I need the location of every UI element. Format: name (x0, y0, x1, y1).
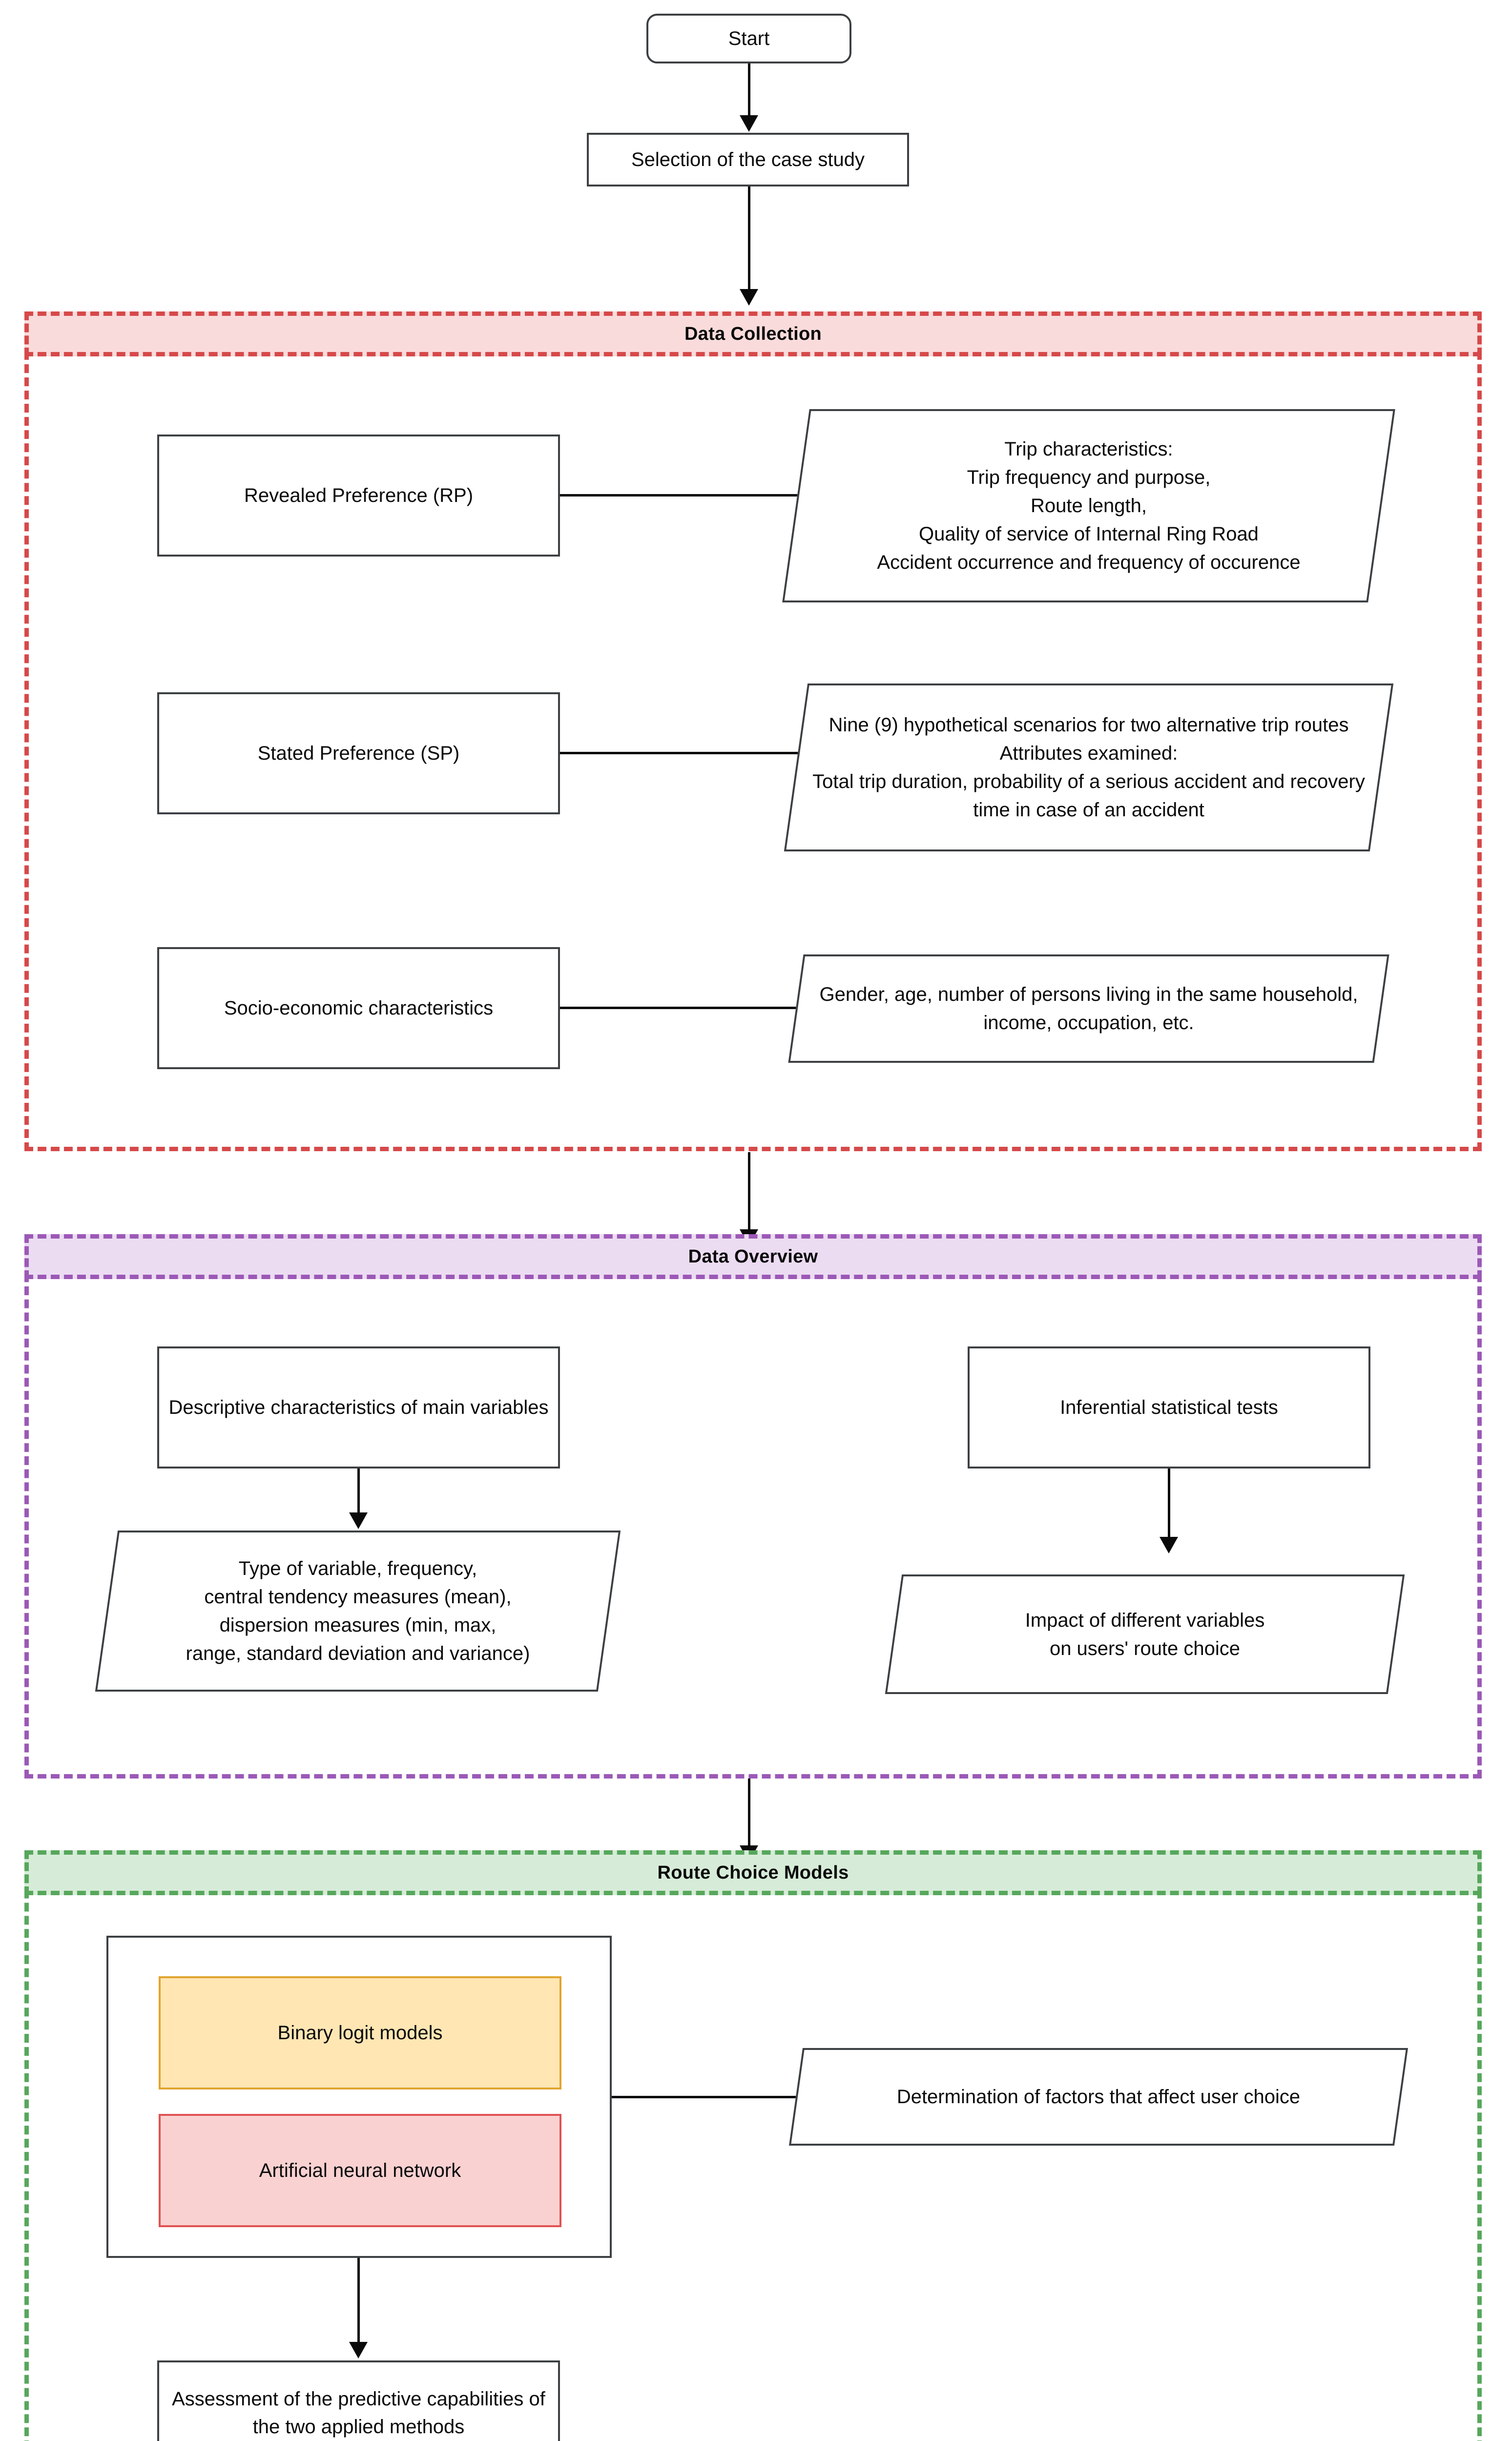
node-descriptive-measures[interactable]: Type of variable, frequency, central ten… (95, 1531, 621, 1692)
node-impact-variables[interactable]: Impact of different variables on users' … (885, 1574, 1405, 1694)
node-socio-economic-label: Socio-economic characteristics (224, 997, 494, 1019)
connector-models-to-determination (612, 2096, 807, 2098)
node-artificial-neural-network[interactable]: Artificial neural network (159, 2114, 561, 2227)
group-route-choice-title: Route Choice Models (657, 1862, 849, 1883)
group-data-overview (24, 1234, 1482, 1779)
connector-models-to-assessment (357, 2258, 360, 2347)
connector-socio-to-demographics (560, 1007, 807, 1009)
connector-rp-to-trip-characteristics (560, 494, 807, 496)
connector-data-overview-to-route-choice (748, 1779, 750, 1851)
arrowhead-case-study-to-data-collection (740, 289, 758, 306)
arrowhead-models-to-assessment (349, 2342, 368, 2358)
node-descriptive-measures-label: Type of variable, frequency, central ten… (186, 1558, 530, 1664)
node-determination-factors-label: Determination of factors that affect use… (896, 2086, 1301, 2108)
arrowhead-inferential-to-impact (1160, 1537, 1178, 1553)
node-case-study[interactable]: Selection of the case study (587, 133, 909, 186)
node-impact-variables-label: Impact of different variables on users' … (1025, 1609, 1265, 1659)
node-sp-scenarios[interactable]: Nine (9) hypothetical scenarios for two … (784, 683, 1394, 851)
node-start-label: Start (728, 27, 770, 49)
group-route-choice-title-bar: Route Choice Models (24, 1850, 1482, 1895)
node-demographics[interactable]: Gender, age, number of persons living in… (788, 954, 1389, 1063)
node-start[interactable]: Start (646, 14, 851, 63)
group-data-overview-title: Data Overview (688, 1246, 818, 1267)
node-trip-characteristics[interactable]: Trip characteristics: Trip frequency and… (782, 409, 1395, 602)
node-socio-economic[interactable]: Socio-economic characteristics (157, 947, 560, 1069)
node-demographics-label: Gender, age, number of persons living in… (819, 984, 1358, 1034)
node-descriptive-characteristics[interactable]: Descriptive characteristics of main vari… (157, 1346, 560, 1469)
node-sp-scenarios-label: Nine (9) hypothetical scenarios for two … (812, 714, 1365, 821)
group-data-collection-title-bar: Data Collection (24, 311, 1482, 356)
node-stated-preference[interactable]: Stated Preference (SP) (157, 692, 560, 814)
arrowhead-descriptive-to-measures (349, 1512, 368, 1529)
node-assessment-predictive[interactable]: Assessment of the predictive capabilitie… (157, 2360, 560, 2441)
connector-case-study-to-data-collection (748, 186, 750, 292)
node-case-study-label: Selection of the case study (631, 148, 865, 170)
node-binary-logit-models-label: Binary logit models (277, 2022, 443, 2044)
group-data-collection-title: Data Collection (684, 323, 822, 344)
connector-data-collection-to-data-overview (748, 1152, 750, 1234)
node-inferential-tests-label: Inferential statistical tests (1060, 1396, 1278, 1418)
connector-descriptive-to-measures (357, 1469, 360, 1517)
node-determination-factors[interactable]: Determination of factors that affect use… (788, 2048, 1408, 2146)
node-artificial-neural-network-label: Artificial neural network (259, 2159, 461, 2181)
node-revealed-preference[interactable]: Revealed Preference (RP) (157, 434, 560, 557)
node-stated-preference-label: Stated Preference (SP) (257, 742, 460, 764)
node-assessment-predictive-label: Assessment of the predictive capabilitie… (172, 2388, 545, 2438)
connector-start-to-case-study (748, 63, 750, 117)
node-inferential-tests[interactable]: Inferential statistical tests (968, 1346, 1370, 1469)
group-data-overview-title-bar: Data Overview (24, 1234, 1482, 1279)
node-trip-characteristics-label: Trip characteristics: Trip frequency and… (877, 438, 1301, 573)
arrowhead-start-to-case-study (740, 115, 758, 132)
connector-inferential-to-impact (1168, 1469, 1170, 1542)
node-binary-logit-models[interactable]: Binary logit models (159, 1976, 561, 2089)
connector-sp-to-scenarios (560, 752, 807, 754)
node-descriptive-characteristics-label: Descriptive characteristics of main vari… (168, 1396, 549, 1418)
node-revealed-preference-label: Revealed Preference (RP) (244, 484, 474, 506)
